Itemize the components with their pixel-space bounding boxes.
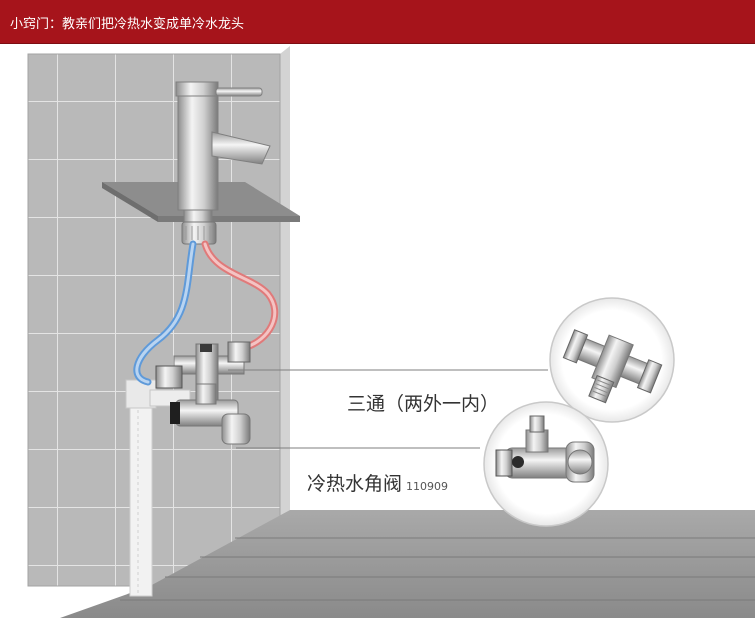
angle-valve-label-text: 冷热水角阀 (307, 473, 403, 495)
angle-valve (170, 383, 251, 445)
tee-detail-bubble (549, 297, 675, 423)
callout-lines (228, 369, 548, 449)
tee-label: 三通（两外一内） (347, 393, 500, 415)
cold-water-hose (133, 240, 197, 386)
faucet (175, 81, 271, 245)
valve-detail-bubble (483, 401, 609, 527)
page-title: 小窍门：教亲们把冷热水变成单冷水龙头 (10, 17, 245, 32)
floor (60, 510, 755, 618)
valve-model-code: 110909 (406, 480, 449, 493)
hot-water-hose (201, 240, 279, 352)
header-bar: 小窍门：教亲们把冷热水变成单冷水龙头 (0, 0, 755, 44)
wall (27, 46, 290, 587)
diagram-canvas (27, 46, 755, 618)
